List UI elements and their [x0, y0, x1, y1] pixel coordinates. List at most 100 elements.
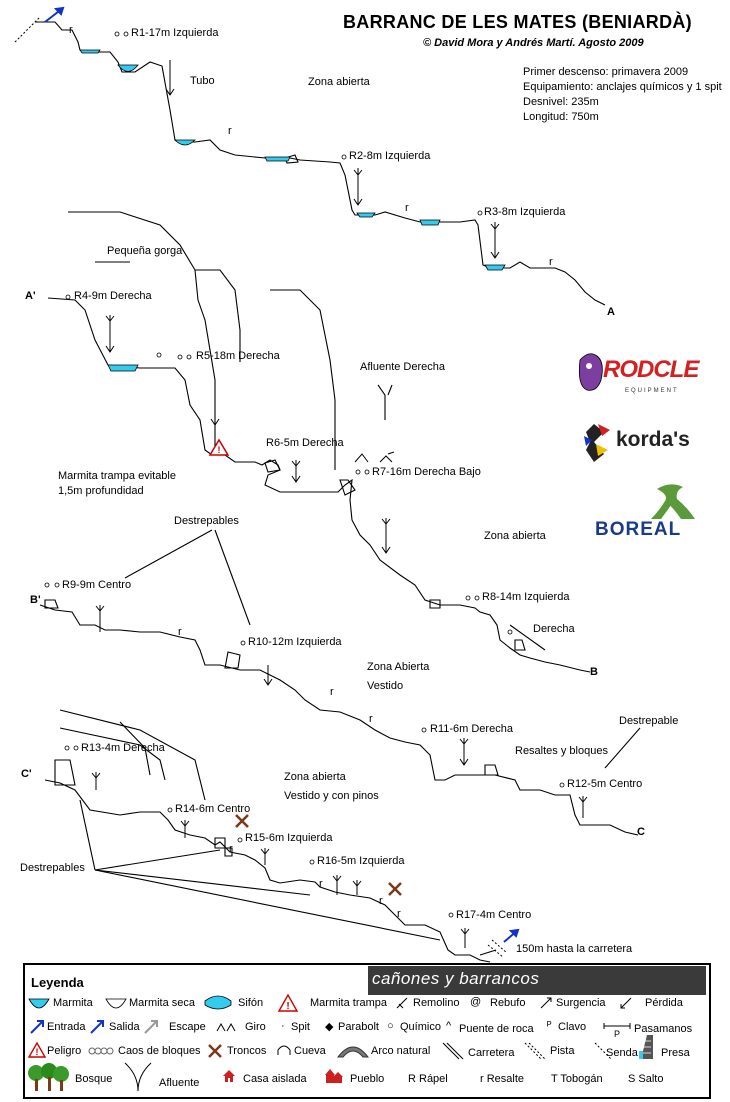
legend-quimico: Químico	[400, 1021, 441, 1033]
exit-arrow-icon	[503, 928, 520, 943]
rappel-label-r6: R6-5m Derecha	[266, 437, 344, 449]
legend-afluente: Afluente	[159, 1077, 200, 1089]
clavo-icon: ᴾ	[547, 1020, 552, 1032]
pool-marker	[117, 64, 139, 72]
marmita-seca-icon	[105, 998, 127, 1009]
note-marmita-trampa: Marmita trampa evitable	[58, 470, 176, 482]
pasamanos-icon: P	[603, 1023, 631, 1038]
resalte-mark: r	[405, 202, 409, 214]
legend-rapel: R Rápel	[408, 1073, 448, 1085]
kordas-logo: korda's	[580, 420, 705, 465]
boreal-logo: BOREAL	[595, 483, 705, 545]
legend-cueva: Cueva	[294, 1045, 326, 1057]
salida-icon	[90, 1020, 104, 1034]
info-elevation: Desnivel: 235m	[523, 96, 599, 108]
pool-marker	[484, 264, 506, 271]
pool-marker	[264, 156, 291, 162]
note-vestido-pinos: Vestido y con pinos	[284, 790, 379, 802]
rappel-label-r10: R10-12m Izquierda	[248, 636, 342, 648]
section-marker-b-prime: B'	[30, 594, 41, 606]
canyon-topography: !	[14, 6, 641, 963]
resalte-mark: r	[69, 24, 73, 36]
legend-arco: Arco natural	[371, 1045, 431, 1057]
puente-roca-icon: ^	[446, 1020, 452, 1032]
casa-icon	[223, 1070, 235, 1082]
legend-casa: Casa aislada	[243, 1073, 307, 1085]
section-marker-a-prime: A'	[25, 290, 36, 302]
legend-title: Leyenda	[31, 975, 84, 990]
note-destrepables-2: Destrepables	[20, 862, 85, 874]
legend-remolino: Remolino	[413, 997, 460, 1009]
resalte-mark: r	[178, 626, 182, 638]
legend-pasamanos: Pasamanos	[634, 1023, 693, 1035]
note-vestido: Vestido	[367, 680, 404, 692]
legend-salida: Salida	[109, 1021, 140, 1033]
surgencia-icon	[540, 997, 552, 1009]
rappel-arrow	[353, 168, 363, 206]
legend-marmita: Marmita	[53, 997, 93, 1009]
troncos-icon	[208, 1044, 222, 1058]
legend-banner: cañones y barrancos	[368, 966, 706, 995]
rappel-arrow	[578, 796, 588, 818]
resalte-mark: r	[229, 843, 233, 855]
resalte-mark: r	[319, 878, 323, 890]
legend-sifon: Sifón	[238, 997, 264, 1009]
rappel-arrow	[105, 315, 115, 353]
resalte-mark: r	[549, 256, 553, 268]
note-destrepable: Destrepable	[619, 715, 679, 727]
legend-clavo: Clavo	[558, 1021, 587, 1033]
rappel-arrow	[332, 875, 342, 895]
legend-senda: Senda	[606, 1047, 638, 1059]
perdida-icon	[620, 997, 632, 1009]
rappel-label-r15: R15-6m Izquierda	[245, 832, 333, 844]
legend-surgencia: Surgencia	[556, 997, 606, 1009]
boreal-logo-text: BOREAL	[595, 519, 682, 540]
info-length: Longitud: 750m	[523, 111, 599, 123]
rodcle-logo-text: RODCLE	[603, 356, 699, 383]
legend-panel: Leyenda cañones y barrancos Marmita Marm…	[23, 963, 711, 1099]
legend-marmita-seca: Marmita seca	[129, 997, 196, 1009]
note-derecha: Derecha	[533, 623, 575, 635]
rappel-arrow	[352, 880, 362, 895]
legend-pista: Pista	[550, 1045, 575, 1057]
kordas-logo-text: korda's	[616, 428, 690, 451]
legend-resalte: r Resalte	[480, 1073, 525, 1085]
legend-caos: Caos de bloques	[118, 1045, 201, 1057]
rappel-label-r4: R4-9m Derecha	[74, 290, 152, 302]
resalte-mark: r	[330, 686, 334, 698]
diagram-title: BARRANC DE LES MATES (BENIARDÀ)	[343, 12, 692, 32]
marmita-icon	[28, 998, 50, 1009]
rappel-label-r8: R8-14m Izquierda	[482, 591, 570, 603]
canyon-profile-section-2	[47, 297, 591, 673]
pool-marker	[79, 49, 101, 54]
legend-tobogan: T Tobogán	[551, 1073, 603, 1085]
legend-marmita-trampa: Marmita trampa	[310, 997, 388, 1009]
rappel-label-r7: R7-16m Derecha Bajo	[372, 466, 481, 478]
pueblo-icon	[325, 1069, 343, 1083]
rappel-arrow	[479, 949, 497, 956]
legend-salto: S Salto	[628, 1073, 664, 1085]
giro-icon	[216, 1022, 236, 1032]
carretera-icon	[442, 1042, 464, 1060]
section-marker-a: A	[607, 306, 615, 318]
info-block: Primer descenso: primavera 2009 Equipami…	[523, 65, 722, 125]
resalte-mark: r	[228, 125, 232, 137]
rappel-label-r3: R3-8m Izquierda	[484, 206, 566, 218]
diagram-credit: © David Mora y Andrés Martí. Agosto 2009	[423, 37, 644, 49]
remolino-icon	[396, 997, 408, 1009]
rappel-label-r1: R1-17m Izquierda	[131, 27, 219, 39]
note-zona-abierta-3: Zona Abierta	[367, 661, 430, 673]
legend-pueblo: Pueblo	[350, 1073, 385, 1085]
rappel-label-r2: R2-8m Izquierda	[349, 150, 431, 162]
legend-entrada: Entrada	[47, 1021, 86, 1033]
legend-presa: Presa	[661, 1047, 690, 1059]
legend-perdida: Pérdida	[645, 997, 683, 1009]
rappel-label-r14: R14-6m Centro	[175, 803, 251, 815]
note-destrepables-1: Destrepables	[174, 515, 239, 527]
entrada-icon	[30, 1020, 44, 1034]
rappel-arrow	[291, 460, 301, 483]
cueva-icon	[277, 1045, 291, 1055]
note-zona-abierta-2: Zona abierta	[484, 530, 546, 542]
legend-escape: Escape	[169, 1021, 206, 1033]
rappel-arrow	[95, 605, 105, 632]
